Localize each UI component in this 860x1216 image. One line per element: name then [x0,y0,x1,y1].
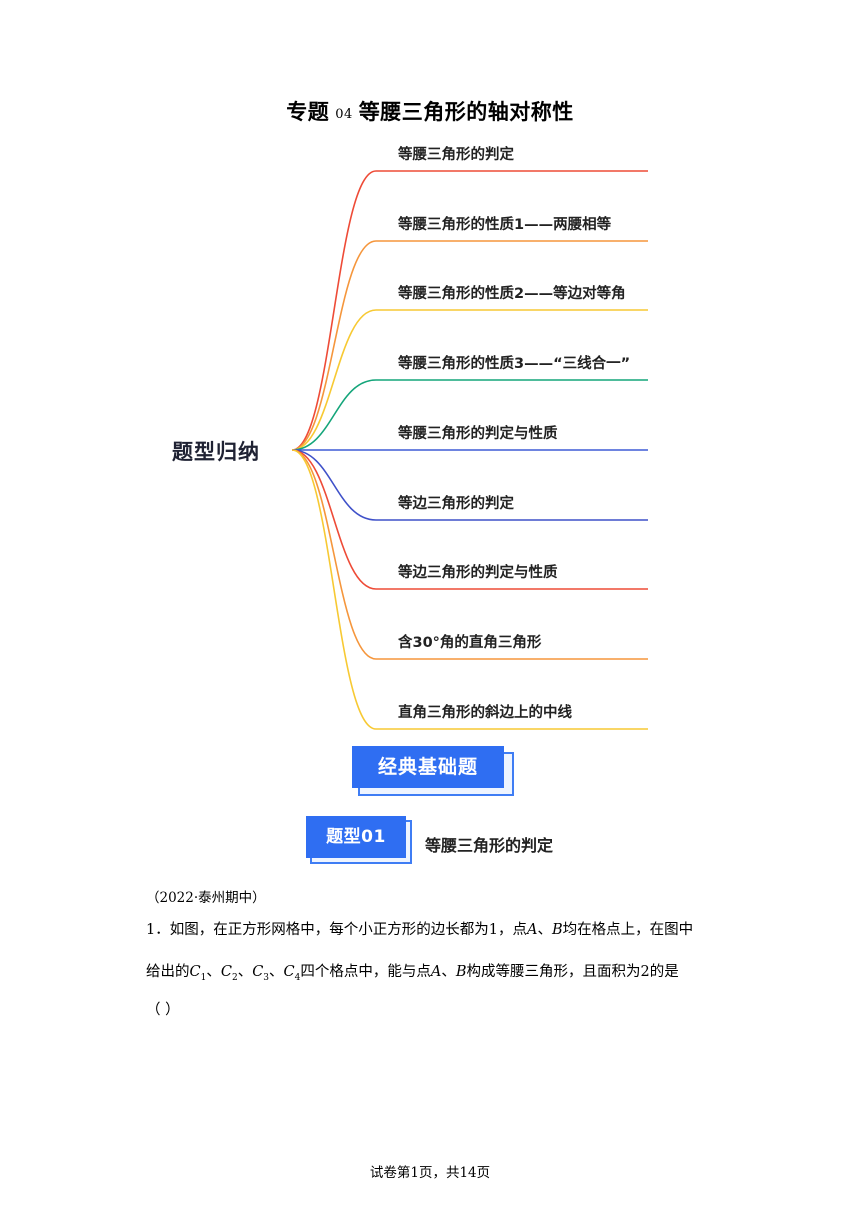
mindmap-branch-label: 直角三角形的斜边上的中线 [398,705,572,721]
question-line-1: 1．如图，在正方形网格中，每个小正方形的边长都为1，点A、B均在格点上，在图中 [146,922,694,938]
title-prefix: 专题 [286,99,330,124]
mindmap-branch-line [291,170,648,451]
mindmap-branch-label: 等腰三角形的判定与性质 [398,426,558,442]
mindmap-branch-label: 等腰三角形的性质2——等边对等角 [398,286,626,302]
topic-title: 等腰三角形的判定 [425,836,554,855]
mindmap-branch-label: 等腰三角形的判定 [398,147,514,163]
mindmap-branch-line [291,449,648,590]
page-footer: 试卷第1页，共14页 [369,1165,491,1181]
mindmap-root: 题型归纳 [172,440,260,464]
title-text: 等腰三角形的轴对称性 [358,99,574,124]
topic-badge: 题型01 [306,816,414,866]
mindmap-branch-line [291,309,648,451]
mindmap-branch-line [291,449,648,660]
mindmap-branch-line [291,379,648,451]
question-line-2: 给出的C1、C2、C3、C4四个格点中，能与点A、B构成等腰三角形，且面积为2的… [146,964,679,983]
mindmap-branch-line [291,449,648,521]
answer-blank: （ ） [146,1002,180,1018]
mindmap-branch-label: 等边三角形的判定与性质 [398,565,558,581]
question-source: （2022·泰州期中） [146,890,266,906]
section-banner: 经典基础题 [352,746,518,802]
page-title: 专题 04 等腰三角形的轴对称性 [0,96,860,126]
mindmap-branch-label: 等腰三角形的性质3——“三线合一” [398,356,631,372]
mindmap-connectors [291,170,648,730]
title-number: 04 [335,107,353,122]
topic-badge-label: 题型01 [306,816,406,858]
mindmap-branch-label: 含30°角的直角三角形 [398,635,542,651]
mindmap-branch-line [291,449,648,730]
mindmap-branch-line [291,240,648,451]
section-banner-label: 经典基础题 [352,746,504,788]
mindmap-branch-label: 等边三角形的判定 [398,496,514,512]
mindmap-branch-label: 等腰三角形的性质1——两腰相等 [398,217,612,233]
